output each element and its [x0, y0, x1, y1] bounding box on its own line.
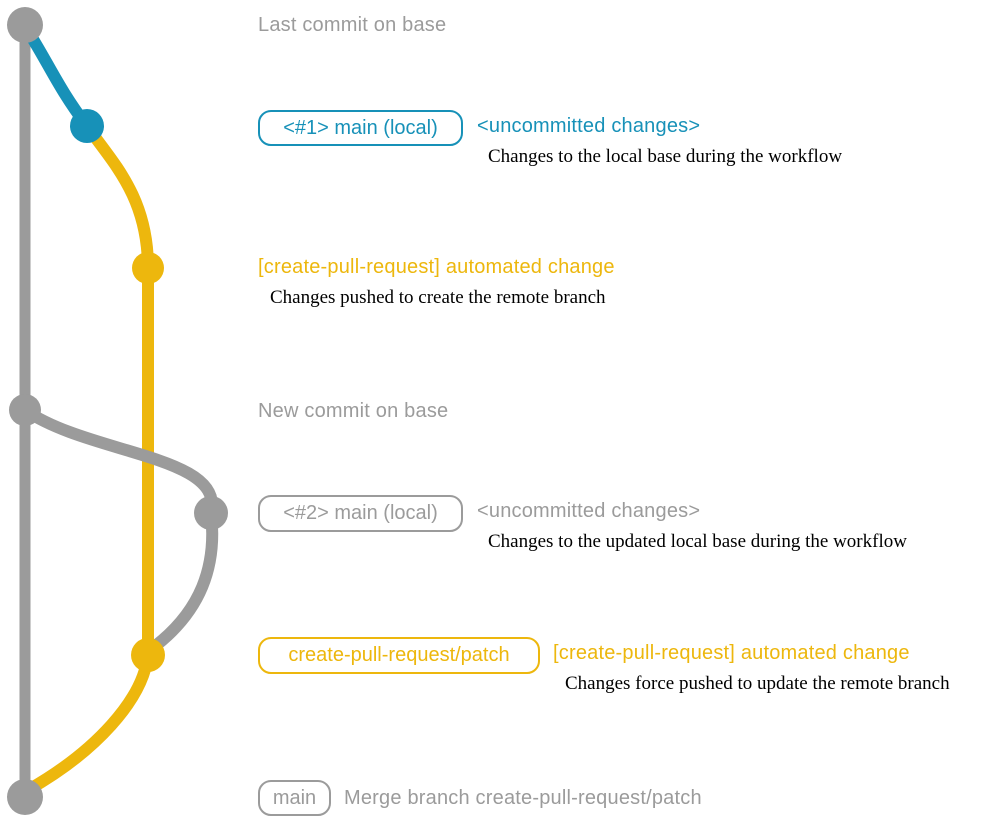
commit-dot-automated1	[132, 252, 164, 284]
branch-tag-main-1-text: <#1> main (local)	[283, 116, 438, 139]
branch-tag-patch-text: create-pull-request/patch	[288, 644, 510, 666]
patch-branch-line	[81, 120, 154, 661]
heading-last-commit-on-base: Last commit on base	[258, 14, 447, 36]
commit-dot-main1	[70, 109, 104, 143]
branch-tag-main-2-text: <#2> main (local)	[283, 502, 438, 524]
main2-to-patch-edge	[144, 507, 219, 656]
description-push-create: Changes pushed to create the remote bran…	[270, 287, 606, 308]
commit-dot-new-base	[9, 394, 41, 426]
local-main-edge-1	[20, 22, 93, 132]
heading-automated-change-2: [create-pull-request] automated change	[553, 642, 910, 664]
uncommitted-changes-label-2: <uncommitted changes>	[477, 500, 701, 522]
commit-dot-merge	[7, 779, 43, 815]
merge-commit-message: Merge branch create-pull-request/patch	[344, 787, 702, 809]
branch-tag-main-1: <#1> main (local)	[258, 110, 463, 146]
patch-merge-edge	[22, 649, 154, 796]
heading-automated-change-1: [create-pull-request] automated change	[258, 256, 615, 278]
commit-dot-automated2	[131, 638, 165, 672]
commit-dot-last-base	[7, 7, 43, 43]
base-to-main2-edge	[19, 404, 218, 519]
commit-dot-main2	[194, 496, 228, 530]
description-force-push: Changes force pushed to update the remot…	[565, 673, 950, 694]
branch-tag-main-final-text: main	[272, 786, 317, 809]
branch-tag-main-2: <#2> main (local)	[258, 495, 463, 532]
description-updated-base: Changes to the updated local base during…	[488, 531, 907, 552]
uncommitted-changes-label-1: <uncommitted changes>	[477, 115, 701, 137]
description-local-base: Changes to the local base during the wor…	[488, 146, 843, 167]
branch-tag-main-final: main	[258, 780, 331, 816]
branch-tag-patch: create-pull-request/patch	[258, 637, 540, 674]
heading-new-commit-on-base: New commit on base	[258, 400, 449, 422]
